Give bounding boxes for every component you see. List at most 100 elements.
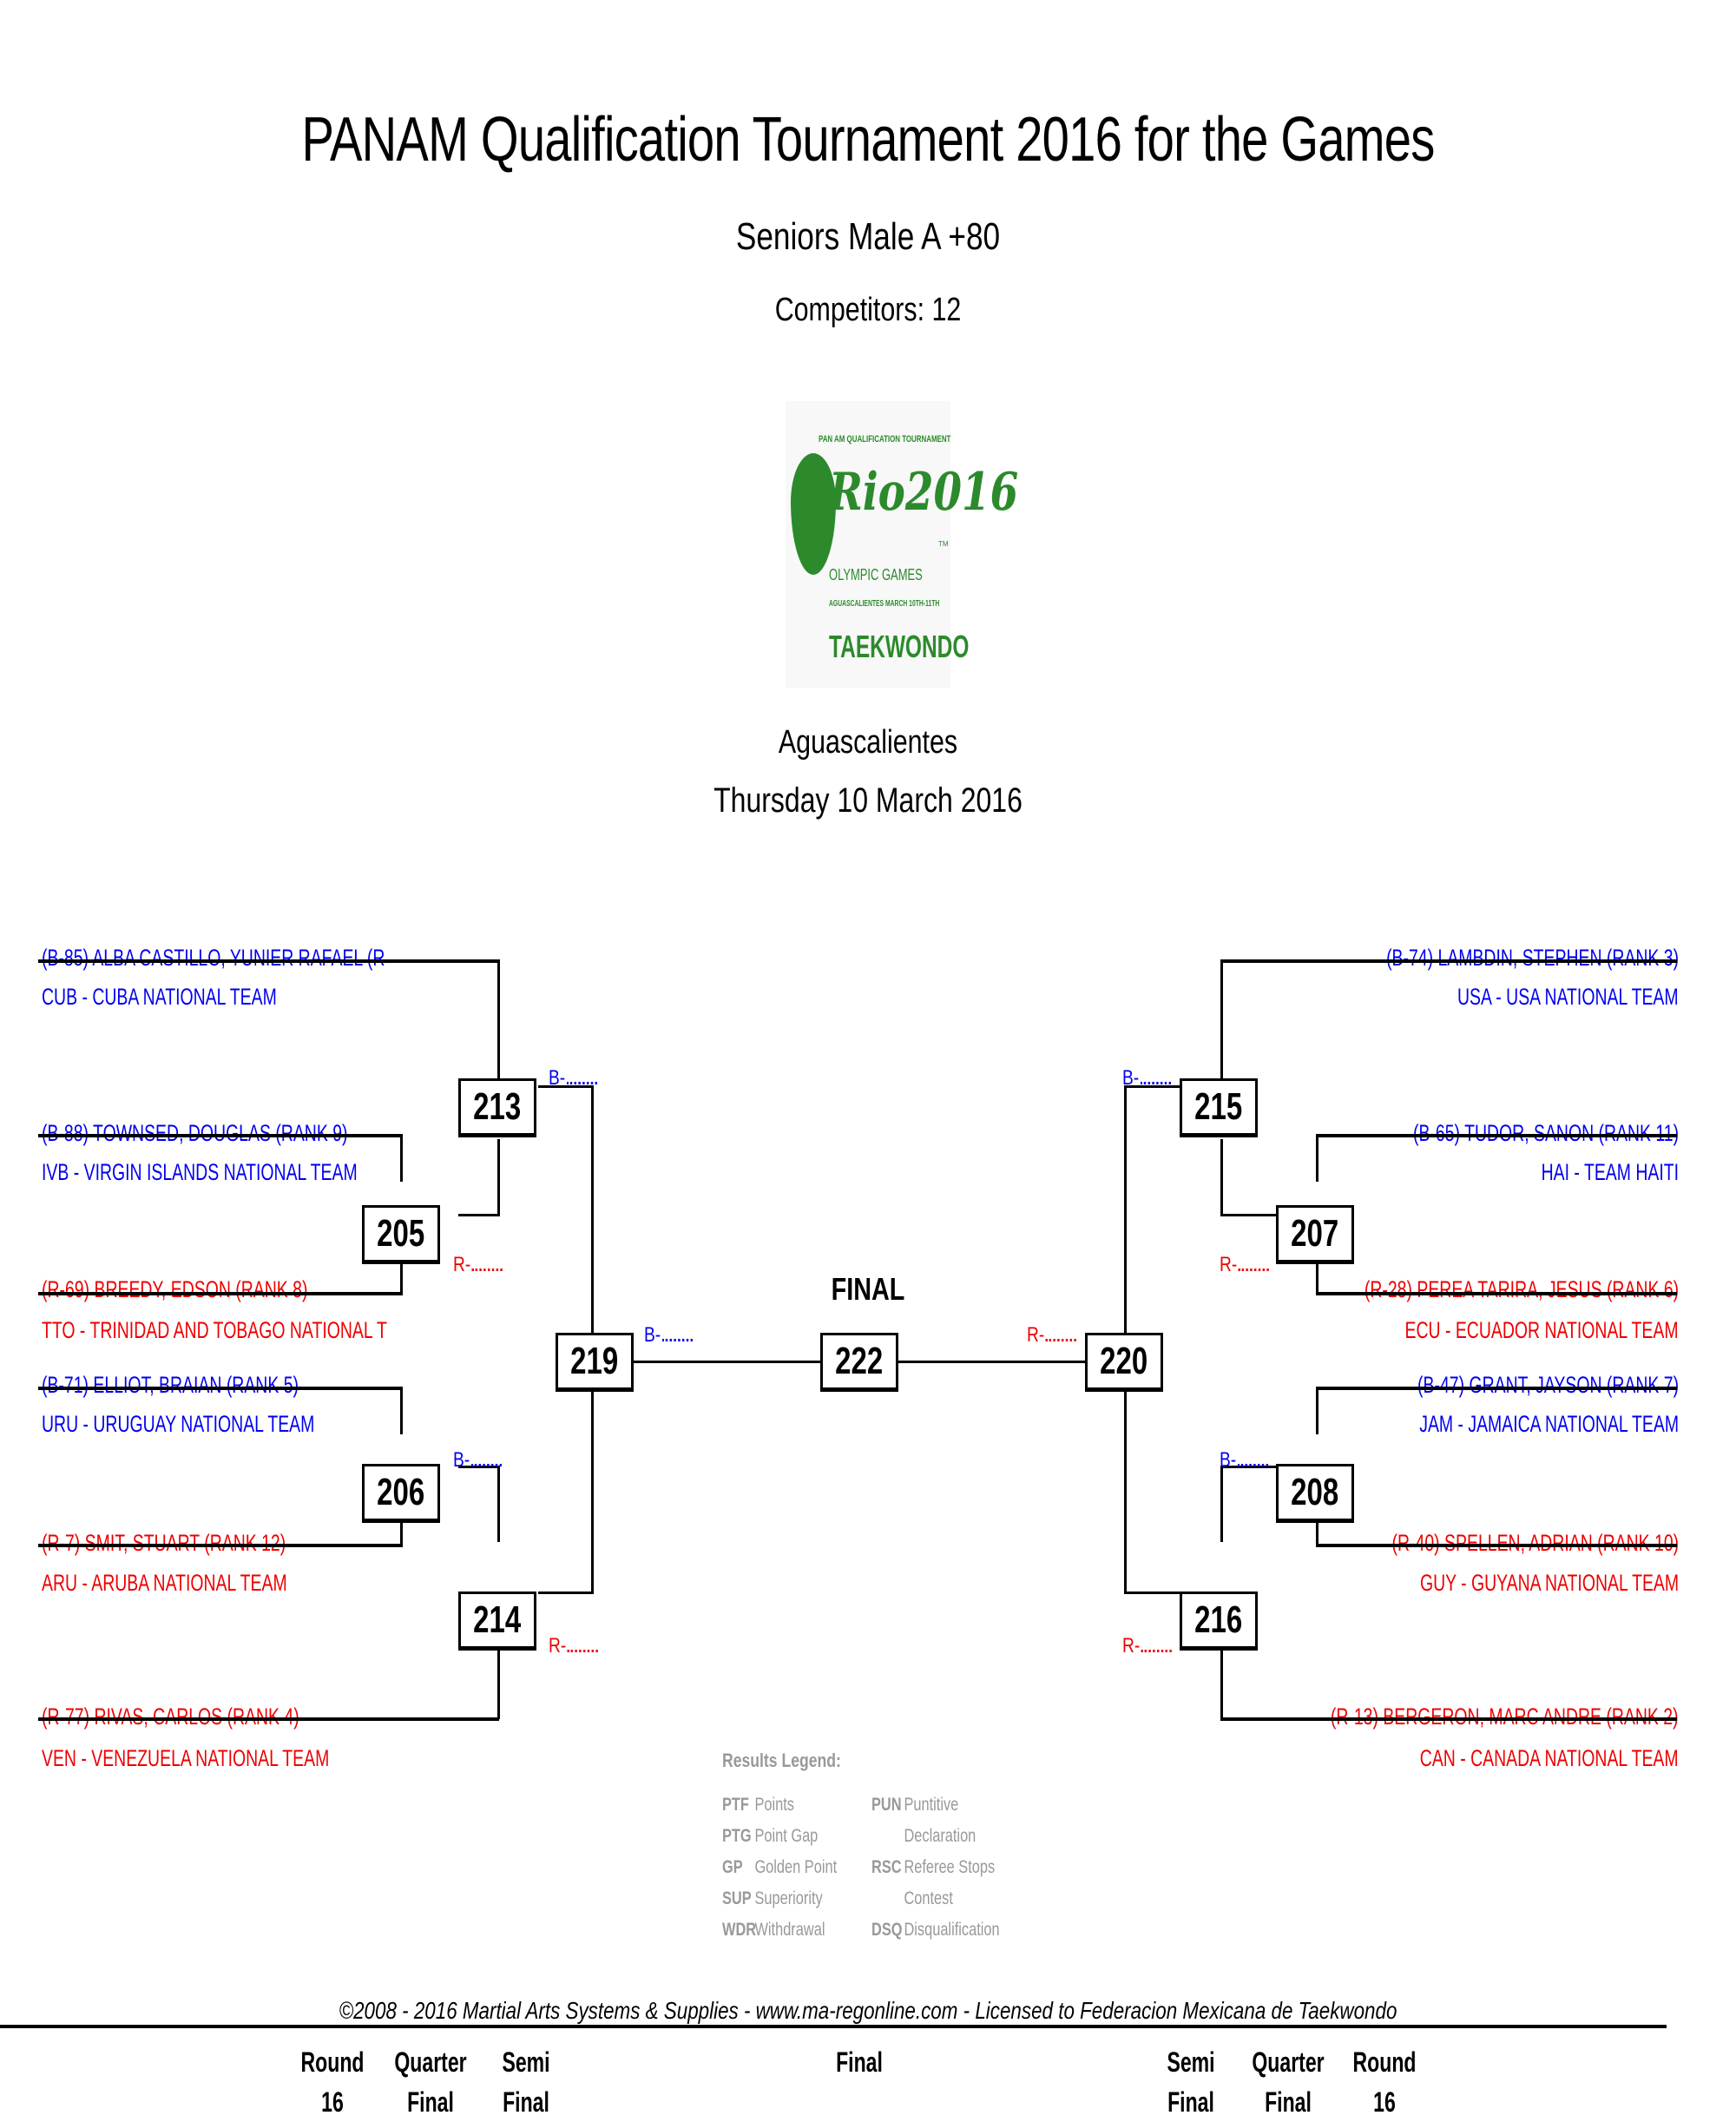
bracket-line (400, 1243, 403, 1294)
competitor-team: USA - USA NATIONAL TEAM (1457, 984, 1679, 1010)
competitor-team: CUB - CUBA NATIONAL TEAM (42, 984, 277, 1010)
match-box-205[interactable]: 205 (362, 1205, 440, 1264)
legend-code: GP (722, 1857, 743, 1877)
slot-placeholder (1237, 1462, 1268, 1466)
bracket-line (400, 1387, 403, 1434)
slot-placeholder (1141, 1648, 1173, 1652)
bracket-line (38, 1717, 499, 1721)
competitors-count: Competitors: 12 (774, 292, 962, 328)
match-number: 215 (1194, 1085, 1243, 1128)
competitor-name: (R-77) RIVAS, CARLOS (RANK 4) (42, 1704, 299, 1730)
round-label-line1: Semi (502, 2046, 550, 2078)
copyright-notice: ©2008 - 2016 Martial Arts Systems & Supp… (339, 1997, 1397, 2024)
round-label-line2: Final (503, 2086, 549, 2118)
legend-item: Contest (871, 1888, 953, 1909)
slot-prefix: B- (1122, 1066, 1140, 1090)
match-number: 219 (570, 1340, 619, 1382)
winner-slot-red: R- (1122, 1634, 1173, 1658)
bracket-line (591, 1085, 594, 1333)
competitor-name: (B-71) ELLIOT, BRAIAN (RANK 5) (42, 1372, 299, 1398)
competitor-name: (R-7) SMIT, STUART (RANK 12) (42, 1530, 286, 1556)
slot-prefix: R- (1122, 1634, 1141, 1657)
legend-item: DSQDisqualification (871, 1920, 1000, 1941)
competitor-team: JAM - JAMAICA NATIONAL TEAM (1419, 1411, 1679, 1437)
winner-slot-red: R- (1220, 1253, 1270, 1277)
slot-placeholder (1238, 1267, 1270, 1271)
round-label-line1: Quarter (394, 2046, 467, 2078)
bracket-line (38, 1387, 403, 1390)
bracket-line (458, 1466, 500, 1468)
legend-code: DSQ (871, 1920, 903, 1940)
match-number: 206 (377, 1471, 425, 1513)
bracket-line (1220, 1717, 1677, 1721)
match-box-213[interactable]: 213 (458, 1078, 536, 1137)
bracket-line (497, 1139, 500, 1216)
bracket-line (1124, 1391, 1127, 1594)
winner-slot-red: R- (549, 1634, 599, 1658)
match-box-207[interactable]: 207 (1276, 1205, 1354, 1264)
competitor-name: (R-69) BREEDY, EDSON (RANK 8) (42, 1276, 308, 1302)
slot-placeholder (1045, 1337, 1077, 1341)
legend-code: SUP (722, 1888, 752, 1908)
match-box-216[interactable]: 216 (1180, 1592, 1258, 1651)
event-date: Thursday 10 March 2016 (713, 781, 1023, 820)
logo-rio-text: Rio2016 (829, 462, 1019, 523)
final-label: FINAL (831, 1271, 905, 1307)
bracket-line (497, 959, 500, 1081)
match-box-222[interactable]: 222 (820, 1333, 898, 1392)
competitor-team: IVB - VIRGIN ISLANDS NATIONAL TEAM (42, 1159, 358, 1185)
match-box-215[interactable]: 215 (1180, 1078, 1258, 1137)
logo-tm: TM (938, 540, 949, 548)
logo-sport-text: TAEKWONDO (829, 629, 970, 664)
round-label-line2: Final (1265, 2086, 1312, 2118)
match-number: 207 (1291, 1212, 1339, 1255)
slot-prefix: R- (1220, 1253, 1238, 1276)
match-number: 222 (835, 1340, 884, 1382)
round-label-line2: 16 (1373, 2086, 1396, 2118)
bracket-line (1124, 1085, 1180, 1088)
match-box-219[interactable]: 219 (556, 1333, 634, 1392)
logo-olympic-text: OLYMPIC GAMES (829, 566, 923, 583)
legend-code: PTG (722, 1826, 752, 1846)
slot-prefix: B- (549, 1066, 566, 1090)
match-box-220[interactable]: 220 (1085, 1333, 1163, 1392)
legend-desc: Contest (904, 1888, 953, 1908)
bracket-line (1124, 1085, 1127, 1333)
competitor-name: (B-88) TOWNSED, DOUGLAS (RANK 9) (42, 1120, 348, 1146)
bracket-line (538, 1085, 594, 1088)
bracket-line (1316, 1387, 1677, 1390)
round-label: Final (822, 2042, 897, 2082)
slot-prefix: R- (453, 1253, 471, 1276)
bracket-line (1220, 959, 1223, 1081)
slot-placeholder (1140, 1080, 1171, 1084)
competitor-name: (B-65) TUDOR, SANON (RANK 11) (1412, 1120, 1679, 1146)
bracket-line (1316, 1387, 1318, 1434)
bracket-line (1220, 1466, 1223, 1542)
winner-slot-red: R- (1027, 1323, 1077, 1348)
slot-placeholder (566, 1080, 597, 1084)
legend-item: Declaration (871, 1826, 976, 1847)
legend-desc: Disqualification (904, 1920, 1000, 1940)
competitor-team: GUY - GUYANA NATIONAL TEAM (1419, 1570, 1679, 1596)
round-label-line1: Semi (1167, 2046, 1215, 2078)
bracket-line (1316, 1134, 1318, 1182)
competitor-name: (B-74) LAMBDIN, STEPHEN (RANK 3) (1385, 945, 1679, 971)
match-box-214[interactable]: 214 (458, 1592, 536, 1651)
slot-prefix: B- (1220, 1448, 1237, 1472)
page-title: PANAM Qualification Tournament 2016 for … (301, 105, 1435, 175)
slot-prefix: R- (549, 1634, 567, 1657)
match-box-206[interactable]: 206 (362, 1464, 440, 1523)
match-box-208[interactable]: 208 (1276, 1464, 1354, 1523)
match-number: 214 (473, 1598, 522, 1641)
venue: Aguascalientes (778, 724, 958, 761)
winner-slot-blue: B- (549, 1066, 597, 1091)
slot-placeholder (471, 1267, 503, 1271)
logo-location-text: AGUASCALIENTES MARCH 10TH-11TH (829, 599, 940, 609)
logo-top-text: PAN AM QUALIFICATION TOURNAMENT (819, 434, 951, 445)
bracket-line (497, 1466, 500, 1542)
